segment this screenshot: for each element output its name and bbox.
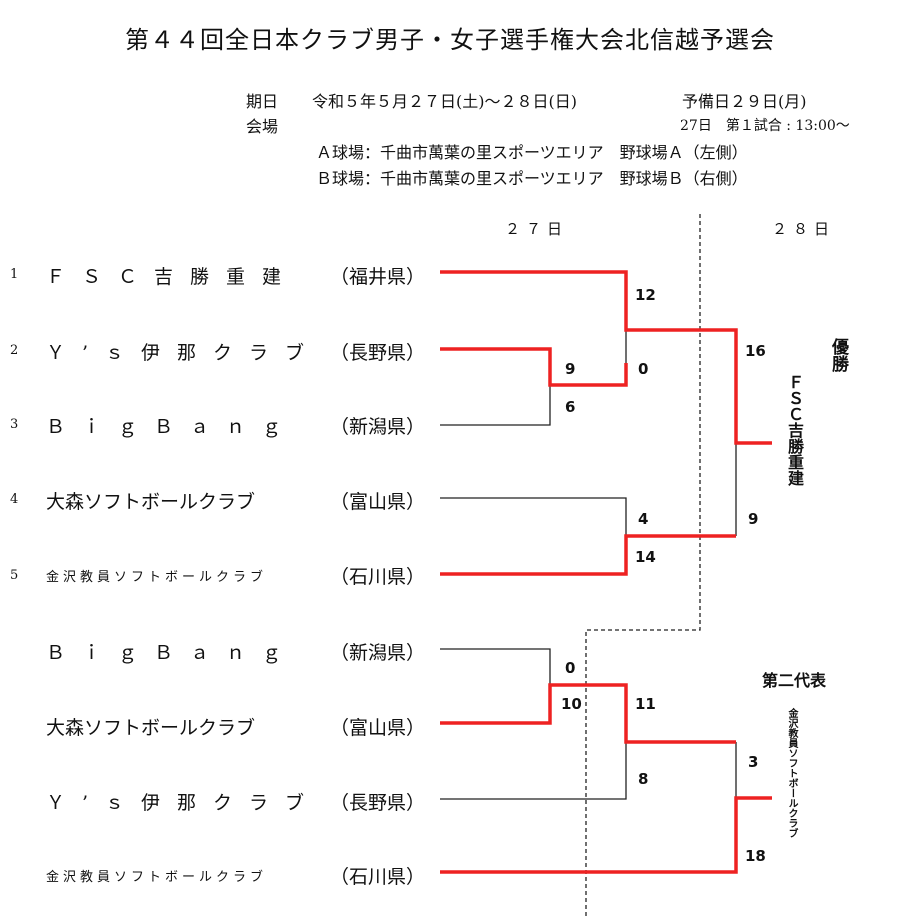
team-prefecture: （新潟県） [330, 642, 426, 664]
second-representative-name: 金沢教員ソフトボールクラブ [786, 708, 797, 838]
bracket-line [440, 497, 627, 536]
team-name: Ｙ’ｓ伊那クラブ [46, 342, 322, 364]
team-prefecture: （福井県） [330, 266, 426, 288]
score: 0 [638, 360, 649, 378]
score: 10 [561, 695, 582, 713]
bracket-line [440, 742, 627, 800]
day1-label: ２７日 [505, 220, 569, 238]
day2-label: ２８日 [772, 220, 836, 238]
score: 9 [748, 510, 759, 528]
score: 11 [635, 695, 656, 713]
team-prefecture: （長野県） [330, 792, 426, 814]
team-name: 大森ソフトボールクラブ [46, 717, 256, 739]
score: 16 [745, 342, 766, 360]
score: 14 [635, 548, 656, 566]
team-name: Ｙ’ｓ伊那クラブ [46, 792, 322, 814]
seed-number: 5 [10, 568, 19, 583]
field-b: Ｂ球場：千曲市萬葉の里スポーツエリア 野球場Ｂ（右側） [316, 169, 748, 188]
score: 4 [638, 510, 649, 528]
team-name: 金沢教員ソフトボールクラブ [46, 570, 268, 585]
winner-path [440, 534, 736, 576]
team-name: 大森ソフトボールクラブ [46, 491, 256, 513]
divider-line [585, 214, 701, 918]
team-prefecture: （新潟県） [330, 416, 426, 438]
team-name: ＦＳＣ吉勝重建 [46, 266, 299, 288]
winner-path [440, 796, 772, 874]
score: 0 [565, 659, 576, 677]
page-title: 第４４回全日本クラブ男子・女子選手権大会北信越予選会 [125, 26, 775, 54]
start-time: 27日 第１試合 : 13:00～ [680, 118, 850, 134]
team-prefecture: （長野県） [330, 342, 426, 364]
winner-label: 優勝 [828, 338, 848, 372]
score: 18 [745, 847, 766, 865]
date-value: 令和５年５月２７日(土)～２８日(日) [312, 92, 577, 111]
score: 8 [638, 770, 649, 788]
seed-number: 3 [10, 417, 19, 432]
team-prefecture: （石川県） [330, 866, 426, 888]
bracket-line [440, 648, 551, 685]
bracket-line [440, 385, 551, 426]
team-prefecture: （富山県） [330, 717, 426, 739]
team-prefecture: （富山県） [330, 491, 426, 513]
winner-path [440, 683, 736, 744]
reserve-date: 予備日２９日(月) [682, 92, 807, 111]
date-label: 期日 [246, 92, 279, 111]
second-representative-label: 第二代表 [762, 671, 827, 690]
field-a: Ａ球場：千曲市萬葉の里スポーツエリア 野球場Ａ（左側） [316, 143, 748, 162]
winner-path [440, 270, 772, 445]
seed-number: 2 [10, 343, 19, 358]
team-prefecture: （石川県） [330, 566, 426, 588]
seed-number: 1 [10, 267, 19, 282]
team-name: ＢｉｇＢａｎｇ [46, 642, 299, 664]
team-name: 金沢教員ソフトボールクラブ [46, 870, 268, 885]
score: 6 [565, 398, 576, 416]
venue-label: 会場 [246, 117, 279, 136]
winner-name: ＦＳＣ吉勝重建 [785, 374, 804, 486]
score: 12 [635, 286, 656, 304]
score: 3 [748, 753, 759, 771]
seed-number: 4 [10, 492, 19, 507]
winner-path [440, 347, 628, 387]
score: 9 [565, 360, 576, 378]
team-name: ＢｉｇＢａｎｇ [46, 416, 299, 438]
